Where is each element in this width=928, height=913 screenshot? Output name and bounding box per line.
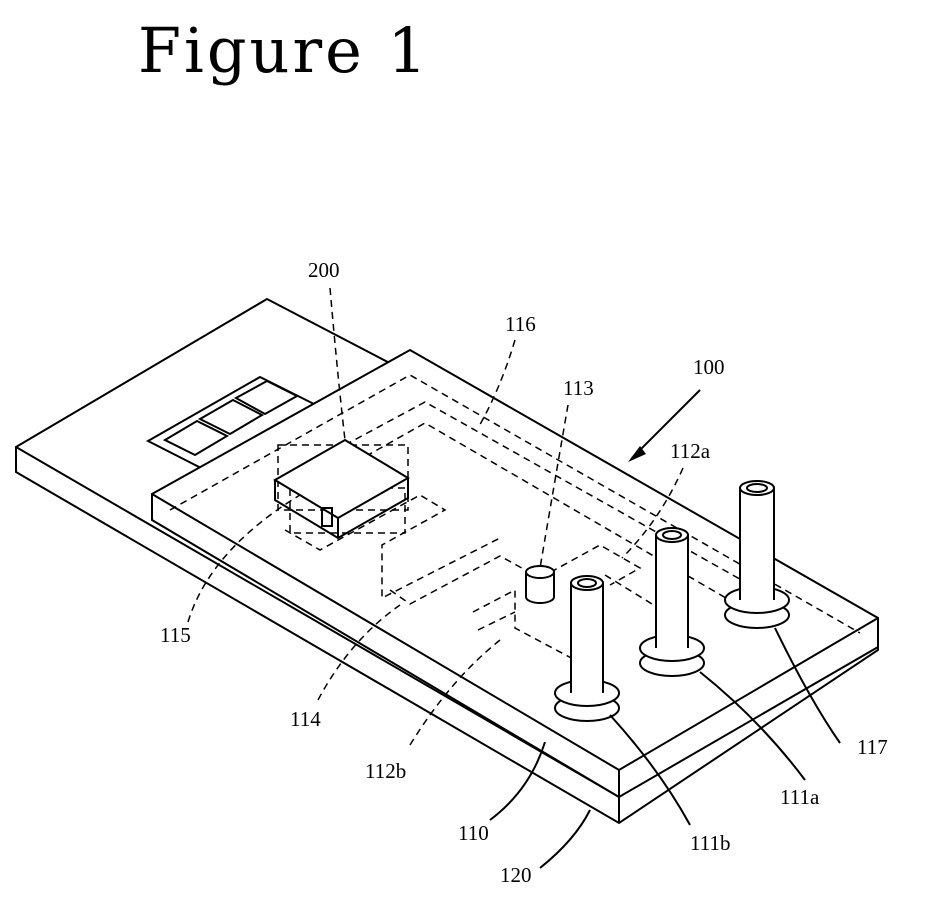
pillar-113: [526, 566, 554, 603]
label-116: 116: [505, 312, 536, 336]
label-110: 110: [458, 821, 489, 845]
label-111a: 111a: [780, 785, 820, 809]
label-117: 117: [857, 735, 888, 759]
label-114: 114: [290, 707, 321, 731]
label-200: 200: [308, 258, 340, 282]
label-120: 120: [500, 863, 532, 887]
label-100: 100: [693, 355, 725, 379]
label-112a: 112a: [670, 439, 711, 463]
label-115: 115: [160, 623, 191, 647]
label-113: 113: [563, 376, 594, 400]
label-112b: 112b: [365, 759, 406, 783]
label-111b: 111b: [690, 831, 730, 855]
